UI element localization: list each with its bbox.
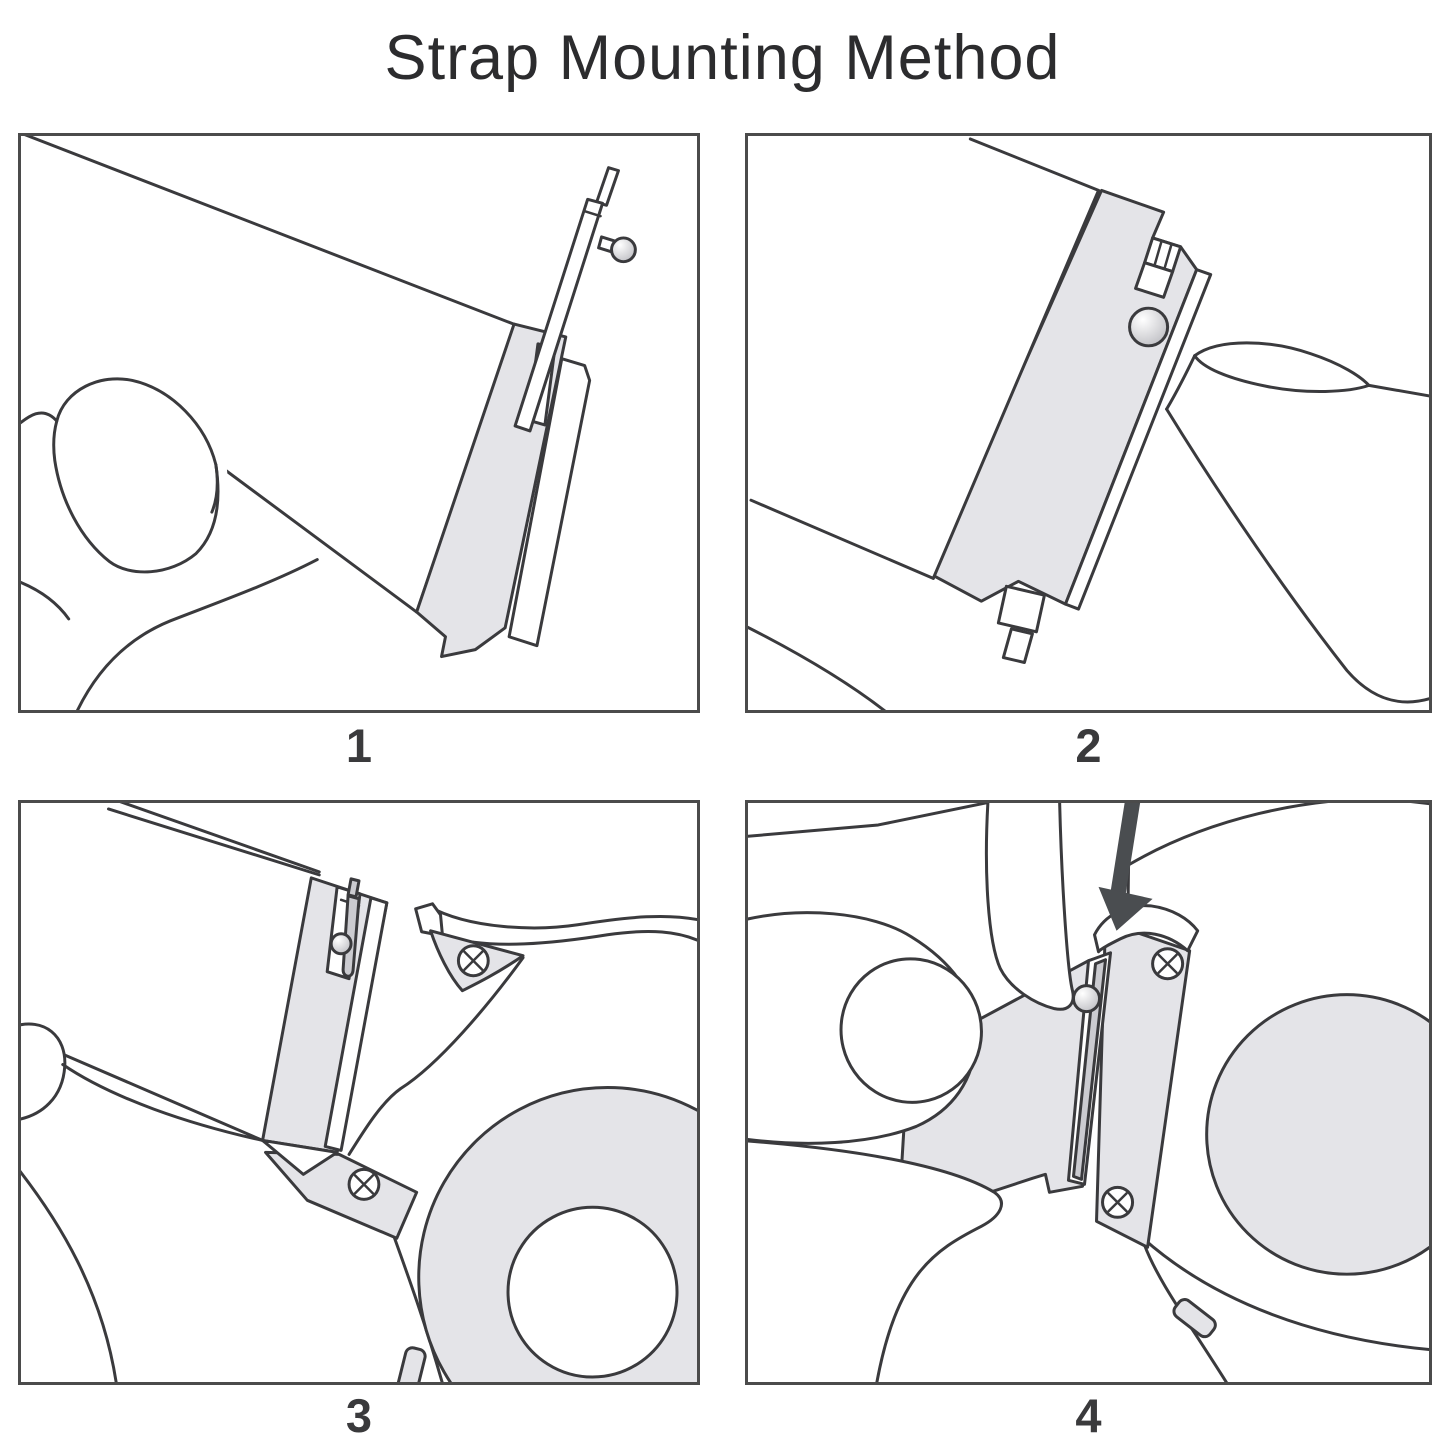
finger	[1165, 341, 1429, 704]
palm	[748, 1139, 1003, 1382]
strap-end-cap	[929, 188, 1213, 664]
press-arrow-icon	[1098, 803, 1153, 931]
strap-end-cap	[261, 876, 389, 1176]
step-2-label: 2	[1075, 719, 1102, 772]
watch-case	[1126, 803, 1429, 1382]
screw-icon	[1151, 947, 1185, 981]
pressing-finger	[984, 803, 1075, 1011]
hand-outline	[21, 1063, 265, 1382]
watch-crown	[396, 1346, 427, 1382]
lug-plate	[1095, 920, 1192, 1249]
step-4-illustration	[748, 803, 1429, 1382]
panel-step-1	[18, 133, 700, 713]
watch-case	[347, 902, 697, 1382]
step-3-label: 3	[345, 1389, 373, 1442]
watch-strap	[21, 136, 518, 614]
lower-lug	[264, 1150, 419, 1240]
watch-strap	[62, 803, 321, 1142]
page-title: Strap Mounting Method	[384, 23, 1061, 93]
spring-bar-pin	[346, 877, 361, 899]
finger-nail	[1193, 341, 1371, 393]
watch-case-ring	[417, 1086, 697, 1382]
screw-icon	[1101, 1185, 1135, 1219]
strap-end-back-plate	[507, 357, 592, 648]
quick-release-knob	[610, 236, 637, 264]
panel-step-2	[745, 133, 1432, 713]
watch-dial	[1205, 993, 1429, 1276]
thumb	[21, 370, 228, 639]
watch-crown	[1172, 1298, 1217, 1339]
upper-lug	[429, 929, 525, 993]
screw-icon	[456, 944, 490, 978]
step-1-label: 1	[345, 719, 373, 772]
spring-bar-pin	[996, 584, 1046, 634]
panel-step-4	[745, 800, 1432, 1385]
hand-outline	[748, 803, 1075, 1382]
watch-strap	[896, 951, 1113, 1224]
spring-bar-pin	[513, 166, 637, 433]
thumb-nail	[839, 957, 983, 1104]
panel-step-3	[18, 800, 700, 1385]
screw-icon	[347, 1167, 381, 1201]
quick-release-knob	[329, 932, 353, 956]
spring-bar-pin	[1071, 958, 1108, 1181]
thumb	[21, 1022, 67, 1121]
thumb-nail	[52, 377, 220, 574]
step-4-label: 4	[1075, 1389, 1102, 1442]
quick-release-knob	[1071, 984, 1102, 1014]
step-2-illustration	[748, 137, 1429, 710]
hand-outline	[21, 558, 319, 710]
watch-strap	[748, 137, 1101, 710]
step-3-illustration	[21, 803, 697, 1382]
step-1-illustration	[21, 136, 637, 710]
quick-release-knob	[1128, 306, 1170, 348]
